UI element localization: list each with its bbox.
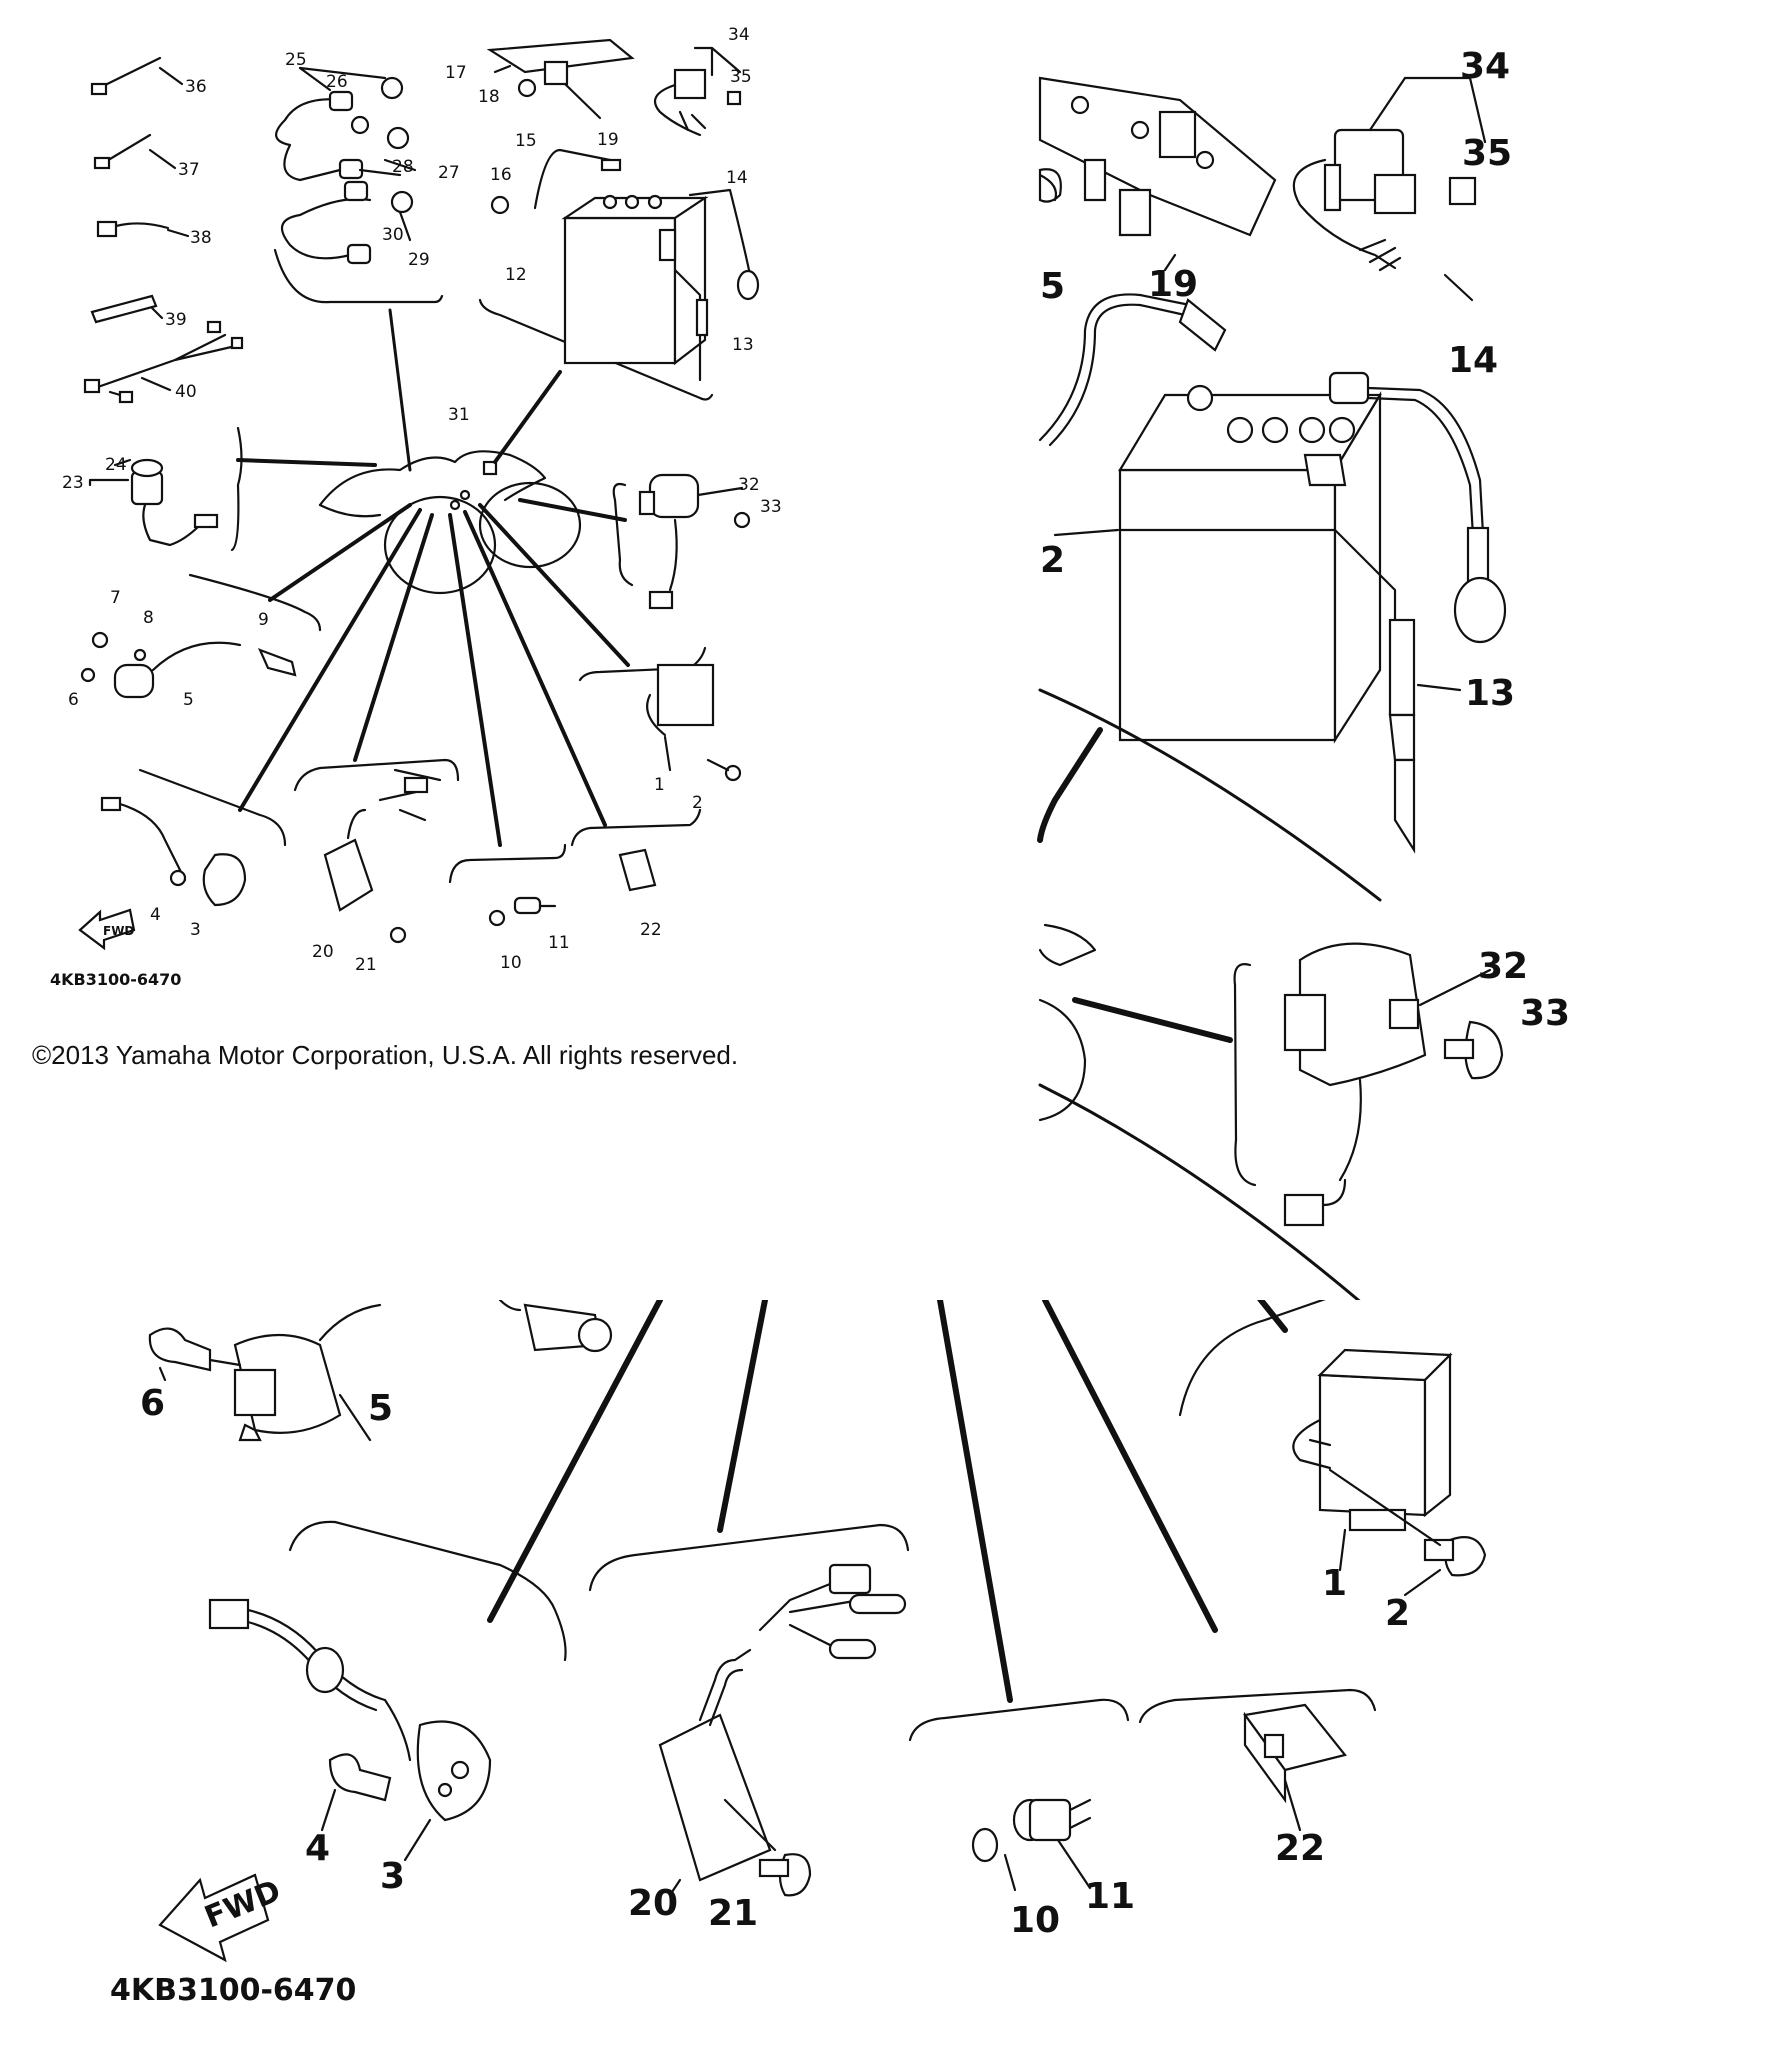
zoom-callout-5: 5: [1040, 266, 1065, 307]
battery-12: [478, 148, 760, 401]
callout-36: 36: [185, 77, 207, 97]
callout-28: 28: [392, 157, 414, 177]
callout-25: 25: [285, 50, 307, 70]
callout-39: 39: [165, 310, 187, 330]
callout-38: 38: [190, 228, 212, 248]
callout-17: 17: [445, 63, 467, 83]
zoom-callout-14: 14: [1448, 340, 1498, 381]
callout-34: 34: [728, 25, 750, 45]
copyright-notice: ©2013 Yamaha Motor Corporation, U.S.A. A…: [32, 1040, 739, 1070]
overview-leader-lines: [236, 308, 630, 847]
starter-relay-34: [653, 46, 742, 137]
zoom-callout-35: 35: [1462, 133, 1512, 174]
zoom-callout-2-partial: 2: [1040, 540, 1065, 581]
callout-8: 8: [143, 608, 154, 628]
zoom-callout-34: 34: [1460, 46, 1510, 87]
zoom-callout-10: 10: [1010, 1900, 1060, 1941]
zoom-callout-5: 5: [368, 1388, 393, 1429]
callout-4: 4: [150, 905, 161, 925]
callout-14: 14: [726, 168, 748, 188]
zoom-callout-13: 13: [1465, 673, 1515, 714]
callout-11: 11: [548, 933, 570, 953]
zoom-callout-4: 4: [305, 1828, 330, 1869]
zoom-callout-2: 2: [1385, 1593, 1410, 1634]
callout-37: 37: [178, 160, 200, 180]
callout-3: 3: [190, 920, 201, 940]
vehicle-outline: [318, 450, 582, 595]
callout-24: 24: [105, 455, 127, 475]
callout-1: 1: [654, 775, 665, 795]
zoom-callout-32: 32: [1478, 946, 1528, 987]
callout-16: 16: [490, 165, 512, 185]
callout-7: 7: [110, 588, 121, 608]
fwd-label: FWD: [103, 924, 134, 938]
callout-21: 21: [355, 955, 377, 975]
callout-12: 12: [505, 265, 527, 285]
callout-19: 19: [597, 130, 619, 150]
callout-29: 29: [408, 250, 430, 270]
callout-31: 31: [448, 405, 470, 425]
callout-30: 30: [382, 225, 404, 245]
zoom-callout-21: 21: [708, 1893, 758, 1934]
zoom-callout-1: 1: [1322, 1563, 1347, 1604]
pickup-coil-3: [100, 768, 287, 907]
coupler-22: [570, 808, 702, 892]
callout-22: 22: [640, 920, 662, 940]
zoom-relay-panel: 32 33: [1038, 923, 1570, 1300]
ignitor-unit-1: [578, 646, 742, 782]
drawing-code-small: 4KB3100-6470: [50, 970, 181, 989]
fwd-arrow-icon: FWD: [78, 908, 136, 951]
zoom-battery-panel: 34 35 19 5 14 2 13: [1037, 46, 1515, 902]
callout-35: 35: [730, 67, 752, 87]
callout-18: 18: [478, 87, 500, 107]
callout-2: 2: [692, 793, 703, 813]
zoom-callout-22: 22: [1275, 1828, 1325, 1869]
callout-5: 5: [183, 690, 194, 710]
callout-10: 10: [500, 953, 522, 973]
zoom-callout-11: 11: [1085, 1876, 1135, 1917]
main-switch-23: [88, 426, 243, 552]
callout-20: 20: [312, 942, 334, 962]
spark-plug-caps: [275, 66, 417, 265]
cable-tie-36: [90, 56, 184, 96]
sub-harness-40: [83, 320, 244, 404]
callout-13: 13: [732, 335, 754, 355]
bracket-17: [486, 38, 635, 120]
zoom-callout-19: 19: [1148, 264, 1198, 305]
cable-tie-37: [93, 133, 177, 170]
callout-23: 23: [62, 473, 84, 493]
callout-32: 32: [738, 475, 760, 495]
clamp-38: [96, 220, 190, 238]
zoom-lower-panel: FWD 6 5 1 2 4 3 20 21 11 10 22 4KB3100-6…: [110, 1300, 1487, 2008]
callout-9: 9: [258, 610, 269, 630]
callout-6: 6: [68, 690, 79, 710]
band-39: [90, 294, 164, 324]
zoom-callout-3: 3: [380, 1856, 405, 1897]
callout-33: 33: [760, 497, 782, 517]
zoom-callout-33: 33: [1520, 993, 1570, 1034]
overview-callout-numbers: 1 2 3 4 5 6 7 8 9 10 11 12 13 14 15 16 1…: [62, 25, 782, 975]
overview-diagram: FWD 4KB3100-6470 1 2 3 4 5 6 7 8 9 10 11…: [50, 25, 782, 989]
callout-27: 27: [438, 163, 460, 183]
callout-15: 15: [515, 131, 537, 151]
callout-26: 26: [326, 72, 348, 92]
thermo-switch-11: [448, 843, 567, 927]
ignition-coil-5: [80, 573, 322, 699]
rectifier-regulator-20: [293, 758, 460, 944]
callout-40: 40: [175, 382, 197, 402]
relay-32: [612, 473, 751, 610]
drawing-code-large: 4KB3100-6470: [110, 1973, 356, 2008]
zoom-callout-6: 6: [140, 1383, 165, 1424]
zoom-callout-20: 20: [628, 1883, 678, 1924]
